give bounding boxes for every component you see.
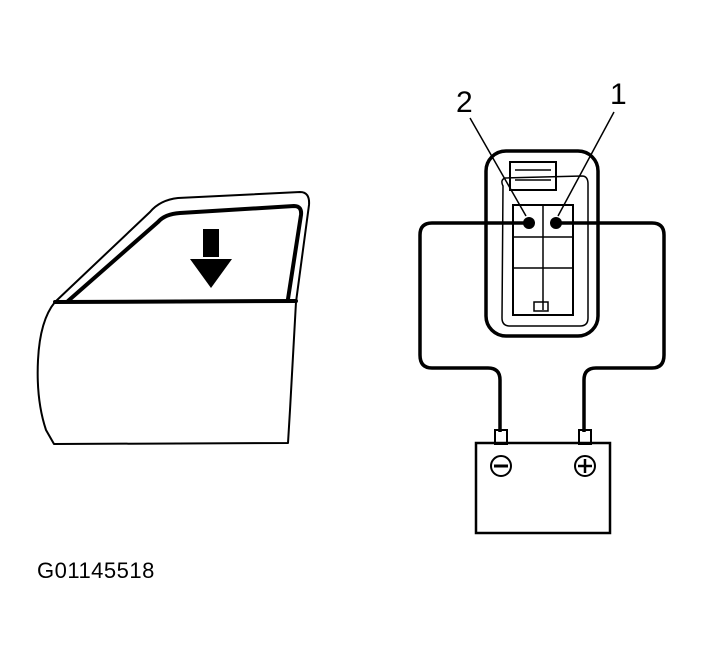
car-door-illustration [36, 191, 311, 445]
test-leads [418, 221, 666, 432]
callout-2: 2 [456, 86, 473, 119]
battery-positive-icon [574, 455, 596, 477]
battery-negative-icon [490, 455, 512, 477]
arrow-down-icon [190, 229, 232, 288]
callout-1: 1 [610, 78, 627, 111]
switch-connector [484, 149, 600, 338]
figure-id-label: G01145518 [37, 558, 155, 583]
callout-leaders [469, 111, 615, 217]
battery [474, 429, 612, 535]
